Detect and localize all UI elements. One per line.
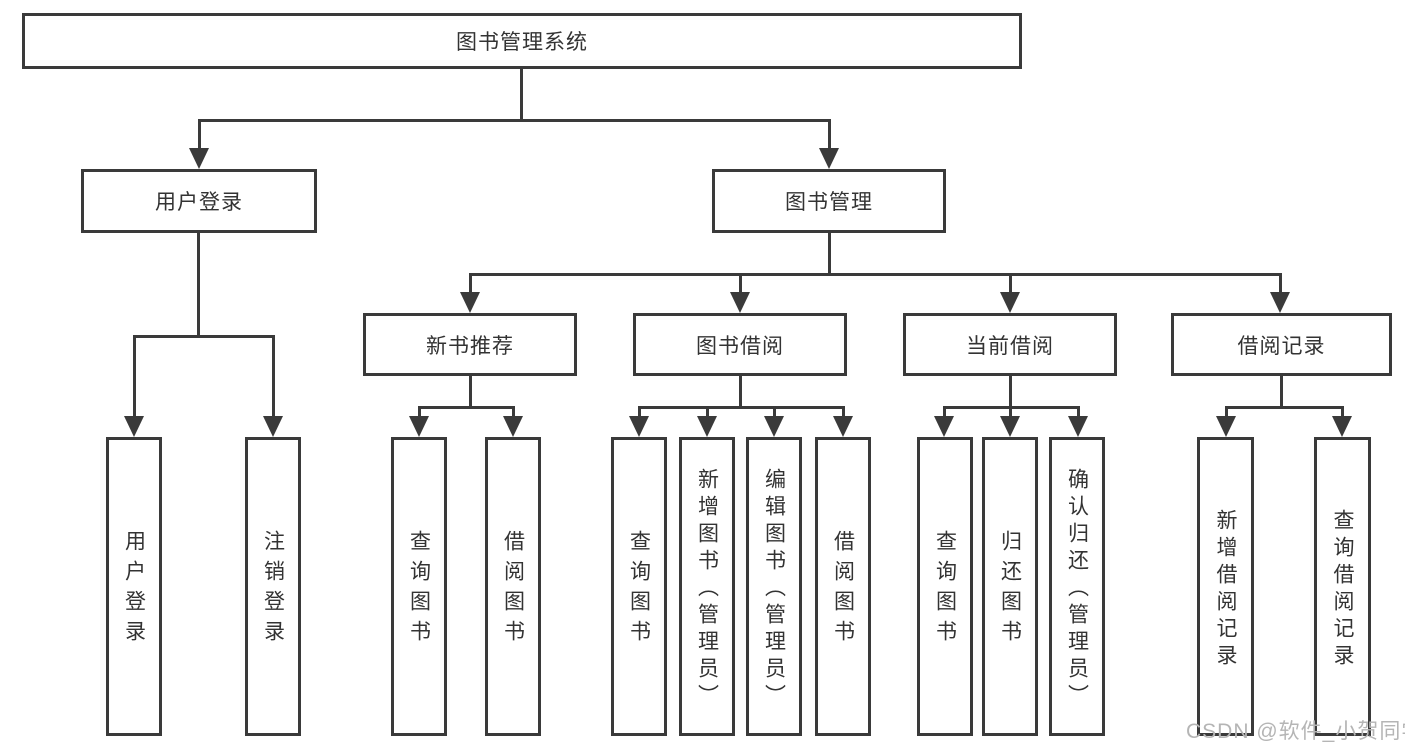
connector-drop-to-user-login [198, 119, 201, 150]
leaf-current-return-books: 归还图书 [982, 437, 1038, 736]
leaf-newbook-borrow-books: 借阅图书 [485, 437, 541, 736]
connector-drop-to-book-mgmt [828, 119, 831, 150]
connector-record-stem [1280, 376, 1283, 406]
connector-drop-to-new-book [469, 273, 472, 295]
connector-drop-borrow-query [638, 406, 641, 418]
node-current-borrow: 当前借阅 [903, 313, 1117, 376]
connector-drop-to-leaf-logout [272, 335, 275, 417]
connector-drop-to-current-borrow [1009, 273, 1012, 295]
arrowhead-leaf-logout [263, 416, 283, 437]
node-borrow-record: 借阅记录 [1171, 313, 1392, 376]
leaf-record-add-borrow-record: 新增借阅记录 [1197, 437, 1254, 736]
connector-drop-current-confirm [1077, 406, 1080, 418]
arrowhead-user-login [189, 148, 209, 169]
leaf-borrow-borrow-books: 借阅图书 [815, 437, 871, 736]
connector-mgmt-stem [828, 233, 831, 273]
leaf-record-query-borrow-record: 查询借阅记录 [1314, 437, 1371, 736]
connector-current-stem [1009, 376, 1012, 406]
arrowhead-record-query [1332, 416, 1352, 437]
arrowhead-current-confirm [1068, 416, 1088, 437]
arrowhead-leaf-user-login [124, 416, 144, 437]
connector-borrow-stem [739, 376, 742, 406]
arrowhead-current-query [934, 416, 954, 437]
csdn-watermark: CSDN @软件_小贺同学 [1186, 720, 1405, 743]
leaf-logout: 注销登录 [245, 437, 301, 736]
connector-record-branch-line [1225, 406, 1344, 409]
connector-newbook-stem [469, 376, 472, 406]
arrowhead-borrow-query [629, 416, 649, 437]
node-new-book-recommend: 新书推荐 [363, 313, 577, 376]
arrowhead-newbook-query [409, 416, 429, 437]
connector-drop-borrow-edit [773, 406, 776, 418]
arrowhead-book-mgmt [819, 148, 839, 169]
leaf-borrow-edit-books-admin: 编辑图书（管理员） [746, 437, 802, 736]
leaf-borrow-query-books: 查询图书 [611, 437, 667, 736]
leaf-current-confirm-return-admin: 确认归还（管理员） [1049, 437, 1105, 736]
connector-borrow-branch-line [638, 406, 845, 409]
arrowhead-current-return [1000, 416, 1020, 437]
arrowhead-new-book [460, 292, 480, 313]
leaf-current-query-books: 查询图书 [917, 437, 973, 736]
arrowhead-borrow-record [1270, 292, 1290, 313]
connector-login-branch-line [133, 335, 275, 338]
connector-drop-record-query [1341, 406, 1344, 418]
arrowhead-book-borrow [730, 292, 750, 313]
arrowhead-newbook-borrow [503, 416, 523, 437]
connector-drop-to-book-borrow [739, 273, 742, 295]
node-user-login: 用户登录 [81, 169, 317, 233]
leaf-newbook-query-books: 查询图书 [391, 437, 447, 736]
connector-login-stem [197, 233, 200, 335]
node-root-library-system: 图书管理系统 [22, 13, 1022, 69]
connector-root-branch-line [198, 119, 831, 122]
arrowhead-borrow-edit [764, 416, 784, 437]
connector-drop-to-leaf-user-login [133, 335, 136, 417]
connector-drop-borrow-borrow [842, 406, 845, 418]
arrowhead-borrow-borrow [833, 416, 853, 437]
connector-drop-current-query [943, 406, 946, 418]
leaf-user-login: 用户登录 [106, 437, 162, 736]
leaf-borrow-add-books-admin: 新增图书（管理员） [679, 437, 735, 736]
connector-drop-newbook-query [418, 406, 421, 418]
arrowhead-borrow-add [697, 416, 717, 437]
connector-root-stem [520, 69, 523, 119]
connector-mgmt-branch-line [469, 273, 1282, 276]
connector-newbook-branch-line [418, 406, 515, 409]
connector-drop-to-borrow-record [1279, 273, 1282, 295]
arrowhead-current-borrow [1000, 292, 1020, 313]
node-book-borrow: 图书借阅 [633, 313, 847, 376]
arrowhead-record-add [1216, 416, 1236, 437]
connector-drop-newbook-borrow [512, 406, 515, 418]
node-book-management: 图书管理 [712, 169, 946, 233]
connector-drop-current-return [1009, 406, 1012, 418]
connector-drop-borrow-add [706, 406, 709, 418]
connector-drop-record-add [1225, 406, 1228, 418]
